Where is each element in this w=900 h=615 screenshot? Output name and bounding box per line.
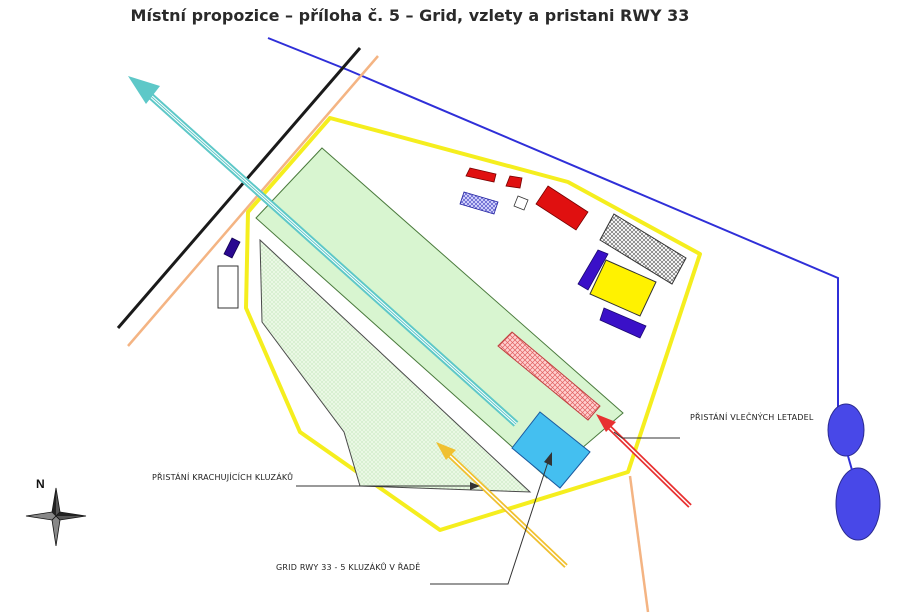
- footpath-south: [628, 475, 650, 613]
- label-grid: GRID RWY 33 - 5 KLUZÁKŮ V ŘADĚ: [276, 561, 421, 572]
- power-line: [267, 37, 839, 410]
- leader-grid: [430, 461, 549, 585]
- building-yellow: [589, 259, 657, 317]
- road: [116, 47, 362, 329]
- tow-landing-arrow: [596, 414, 692, 508]
- label-glider-landing: PŘISTÁNÍ KRACHUJÍCÍCH KLUZÁKŮ: [152, 471, 293, 482]
- glider-landing-area: [259, 238, 532, 493]
- pond-link: [847, 455, 853, 471]
- grid-box: [511, 411, 591, 489]
- takeoff-arrow: [128, 76, 519, 427]
- building-red-3: [535, 185, 589, 231]
- building-red-2: [505, 175, 523, 189]
- building-small: [513, 195, 529, 211]
- runway-area: [255, 147, 624, 479]
- page-title: Místní propozice – příloha č. 5 – Grid, …: [130, 6, 690, 25]
- airfield-boundary: [244, 116, 702, 532]
- pond-lower: [835, 467, 881, 541]
- building-red-1: [465, 167, 497, 183]
- north-label: N: [36, 477, 45, 491]
- building-outline: [217, 265, 239, 309]
- building-blue-2: [599, 307, 647, 339]
- leader-tow-landing: [613, 431, 680, 439]
- footpath-west: [127, 55, 379, 347]
- tow-parking-strip: [497, 331, 601, 421]
- pond-upper: [827, 403, 865, 457]
- compass-rose-icon: [25, 487, 87, 547]
- building-blue-small: [223, 237, 241, 259]
- building-hatched-blue: [459, 191, 499, 215]
- label-tow-landing: PŘISTÁNÍ VLEČNÝCH LETADEL: [690, 411, 814, 422]
- hangar-grey: [599, 213, 687, 285]
- building-blue-1: [577, 249, 609, 291]
- glider-landing-arrow: [436, 442, 568, 568]
